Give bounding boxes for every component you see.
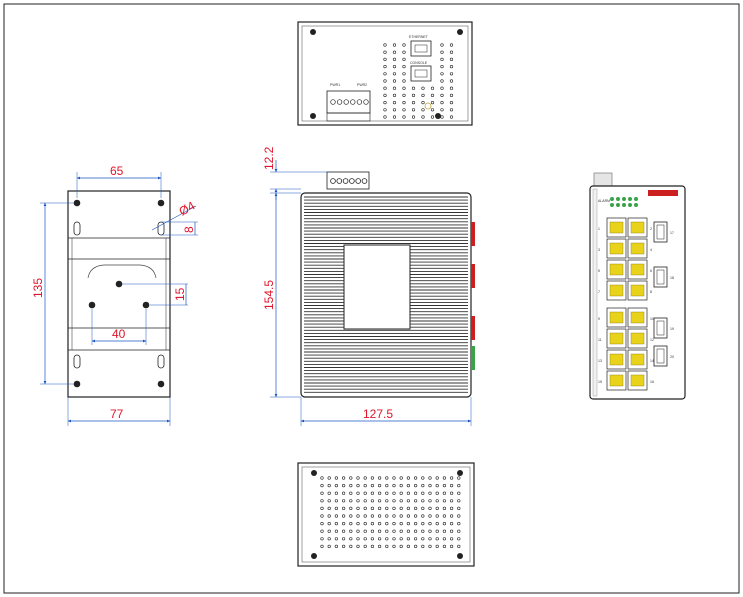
port-number: 9 bbox=[598, 317, 600, 321]
screw-icon bbox=[435, 113, 441, 119]
sfp-ports: 17 18 19 20 bbox=[653, 221, 674, 367]
mount-hole-icon bbox=[142, 301, 150, 309]
ground-icon bbox=[424, 102, 432, 110]
console-label: CONSOLE bbox=[410, 61, 428, 65]
heat-sink-fins bbox=[304, 196, 468, 393]
mount-hole-icon bbox=[73, 380, 81, 388]
screw-icon bbox=[310, 113, 316, 119]
pwr1-label: PWR1 bbox=[330, 83, 340, 87]
dim-mid-width: 40 bbox=[112, 327, 126, 341]
dim-side-height: 154.5 bbox=[262, 280, 276, 310]
dim-hole-offset: 8 bbox=[182, 226, 196, 233]
dim-mid-gap: 15 bbox=[173, 287, 187, 301]
port-number: 16 bbox=[650, 380, 654, 384]
port-number: 7 bbox=[598, 290, 600, 294]
slot-icon bbox=[157, 354, 165, 369]
dim-bracket-height: 135 bbox=[31, 278, 45, 298]
screw-icon bbox=[311, 553, 317, 559]
bracket-view: 65 135 Ø4 8 15 40 77 bbox=[31, 164, 198, 426]
screw-icon bbox=[311, 470, 317, 476]
screw-icon bbox=[310, 29, 316, 35]
port-number: 18 bbox=[670, 276, 674, 280]
dim-terminal-height: 12.2 bbox=[262, 146, 276, 170]
vent-grid-bottom bbox=[320, 476, 461, 549]
port-number: 5 bbox=[598, 269, 600, 273]
port-number: 20 bbox=[670, 355, 674, 359]
dim-bracket-width-bottom: 77 bbox=[110, 407, 124, 421]
port-number: 3 bbox=[598, 248, 600, 252]
port-number: 19 bbox=[670, 327, 674, 331]
label-window bbox=[343, 244, 411, 330]
port-number: 2 bbox=[650, 227, 652, 231]
port-number: 10 bbox=[650, 317, 654, 321]
status-leds bbox=[610, 197, 638, 207]
screw-icon bbox=[457, 553, 463, 559]
port-number: 6 bbox=[650, 269, 652, 273]
port-number: 17 bbox=[670, 231, 674, 235]
dim-hole-diameter: Ø4 bbox=[177, 198, 198, 218]
port-number: 4 bbox=[650, 248, 652, 252]
drawing-frame bbox=[3, 3, 740, 594]
port-number: 1 bbox=[598, 227, 600, 231]
port-number: 8 bbox=[650, 290, 652, 294]
vent-grid-top bbox=[383, 43, 454, 119]
alarm-label: ALARM bbox=[598, 199, 610, 203]
slot-icon bbox=[73, 354, 81, 369]
console-port bbox=[410, 65, 432, 82]
screw-icon bbox=[457, 29, 463, 35]
port-number: 12 bbox=[650, 338, 654, 342]
mount-hole-icon bbox=[88, 301, 96, 309]
top-view: ETHERNET CONSOLE PWR1 PWR2 bbox=[297, 21, 473, 126]
side-view: 12.2 154.5 127.5 bbox=[262, 146, 475, 426]
port-number: 14 bbox=[650, 359, 654, 363]
slot-icon bbox=[73, 221, 81, 236]
mount-hole-icon bbox=[157, 380, 165, 388]
ethernet-port bbox=[410, 40, 432, 57]
screw-icon bbox=[457, 470, 463, 476]
port-number: 11 bbox=[598, 338, 602, 342]
mount-hole-icon bbox=[157, 199, 165, 207]
ethernet-label: ETHERNET bbox=[409, 35, 429, 39]
pwr2-label: PWR2 bbox=[357, 83, 367, 87]
mount-hole-icon bbox=[73, 199, 81, 207]
brand-badge bbox=[648, 190, 678, 196]
bottom-view bbox=[297, 462, 475, 567]
port-number: 15 bbox=[598, 380, 602, 384]
port-number: 13 bbox=[598, 359, 602, 363]
dim-side-depth: 127.5 bbox=[363, 407, 393, 421]
mount-hole-icon bbox=[115, 280, 123, 288]
dim-bracket-width-top: 65 bbox=[110, 164, 124, 178]
